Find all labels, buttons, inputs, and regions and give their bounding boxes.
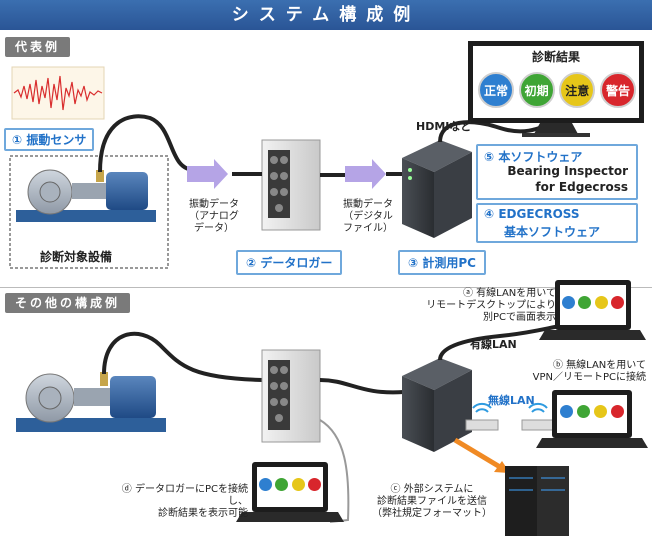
status-circle-2: 注意	[559, 72, 596, 108]
digital-data-label: 振動データ（デジタルファイル）	[343, 199, 393, 234]
edgecross-box: ④ EDGECROSS 基本ソフトウェア	[476, 203, 638, 243]
router-icon	[465, 402, 555, 431]
arrow-analog	[187, 159, 228, 189]
measurement-pc-bottom-icon	[402, 358, 472, 452]
wired-lan-label: 有線LAN	[470, 338, 517, 351]
sensor-cable	[98, 114, 196, 173]
equipment-label: 診断対象設備	[40, 250, 113, 264]
laptop-b-states	[560, 405, 624, 421]
analog-data-label: 振動データ（アナログデータ）	[189, 199, 239, 234]
note-a: ⓐ 有線LANを用いてリモートデスクトップにより別PCで画面表示	[426, 288, 556, 323]
mini-status-dot	[610, 296, 624, 309]
arrow-digital	[345, 159, 386, 189]
measurement-pc-icon	[402, 140, 472, 238]
mini-status-dot	[291, 478, 305, 491]
data-logger-bottom-icon	[261, 349, 321, 443]
waveform-icon	[11, 66, 105, 120]
note-c: ⓒ 外部システムに診断結果ファイルを送信（弊社規定フォーマット）	[372, 484, 492, 519]
mini-status-dot	[562, 296, 575, 309]
status-circle-1: 初期	[518, 72, 555, 108]
pump-top-icon	[16, 169, 156, 222]
pump-bottom-icon	[16, 372, 166, 432]
mini-status-dot	[577, 405, 590, 418]
server-rack-icon	[505, 466, 569, 536]
laptop-a-states	[562, 296, 624, 312]
section-label-other: その他の構成例	[5, 293, 131, 313]
pc-label: ③ 計測用PC	[398, 250, 486, 275]
mini-status-dot	[594, 296, 608, 309]
laptop-a-icon	[539, 280, 646, 340]
data-logger-icon	[261, 139, 321, 231]
wireless-lan-label: 無線LAN	[488, 394, 535, 407]
status-circle-3: 警告	[599, 72, 636, 108]
mini-status-dot	[307, 478, 321, 491]
monitor-states: 正常初期注意警告	[478, 72, 636, 110]
orange-arrow	[453, 437, 507, 473]
software-box: ⑤ 本ソフトウェア Bearing Inspector for Edgecros…	[476, 144, 638, 200]
mini-status-dot	[594, 405, 607, 418]
note-d: ⓓ データロガーにPCを接続し、診断結果を表示可能	[121, 484, 248, 519]
section-divider	[0, 287, 652, 288]
laptop-d-states	[259, 478, 321, 494]
mini-status-dot	[560, 405, 573, 418]
sensor-label: ① 振動センサ	[4, 128, 95, 151]
logger-label: ② データロガー	[236, 250, 343, 275]
status-circle-0: 正常	[478, 72, 514, 108]
mini-status-dot	[259, 478, 272, 491]
mini-status-dot	[578, 296, 592, 309]
hdmi-label: HDMIなど	[416, 120, 472, 133]
monitor-title: 診断結果	[531, 50, 580, 64]
mini-status-dot	[611, 405, 624, 418]
section-label-example: 代表例	[5, 37, 71, 57]
page-title: システム構成例	[0, 0, 652, 30]
mini-status-dot	[275, 478, 289, 491]
